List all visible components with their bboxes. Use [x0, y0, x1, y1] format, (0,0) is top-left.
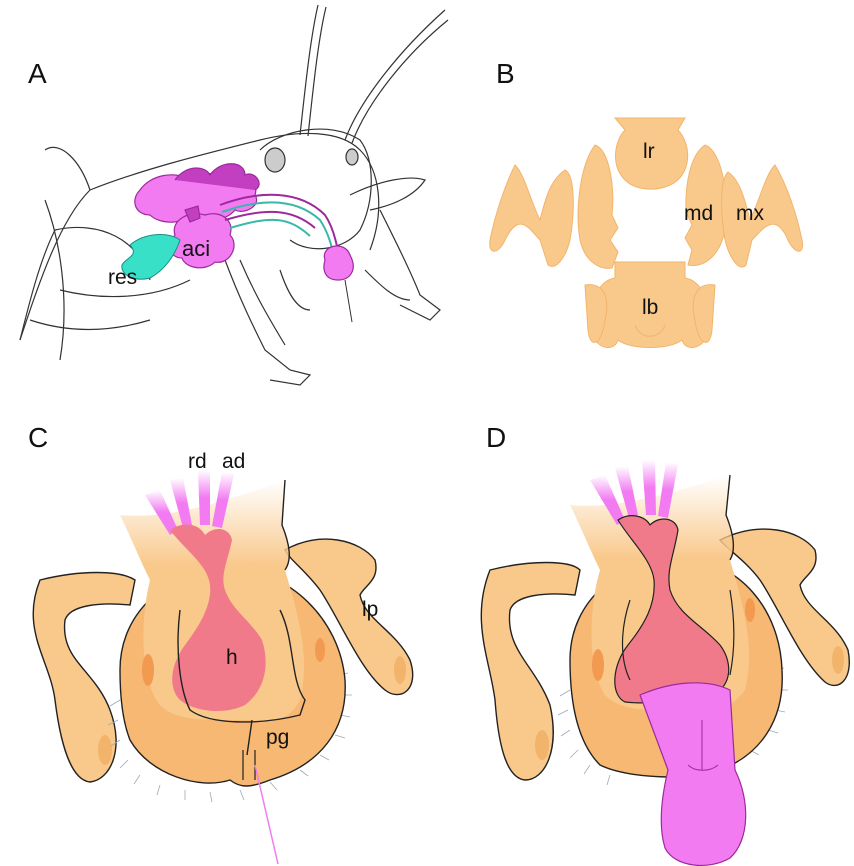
panel-b: B lr md mx lb [430, 0, 854, 420]
mouthparts-drawing [430, 0, 854, 420]
label-res: res [108, 266, 137, 290]
label-rd: rd [188, 450, 207, 474]
label-h: h [226, 646, 238, 670]
panel-d: D [430, 420, 854, 866]
panel-a: A [0, 0, 430, 420]
maxilla-left [490, 165, 574, 266]
salivarium [324, 246, 353, 280]
mandible-left [578, 145, 618, 268]
panel-c: C [0, 420, 430, 866]
label-lp: lp [362, 598, 378, 622]
cricket-drawing [0, 0, 430, 420]
label-aci: aci [182, 236, 210, 262]
hypopharynx-everted-drawing [430, 420, 854, 866]
label-lr: lr [643, 140, 655, 164]
label-mx: mx [736, 202, 764, 226]
label-md: md [684, 202, 713, 226]
hypopharynx-retracted-drawing [0, 420, 430, 866]
label-pg: pg [266, 726, 289, 750]
label-lb: lb [642, 296, 658, 320]
label-ad: ad [222, 450, 245, 474]
